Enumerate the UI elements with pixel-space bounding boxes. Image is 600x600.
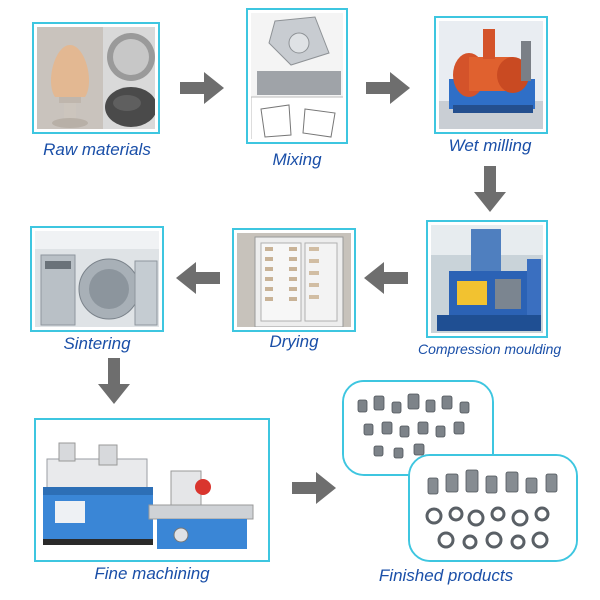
- arrow-down-icon: [474, 166, 506, 212]
- drying-label: Drying: [269, 332, 319, 351]
- arrow-right-icon: [180, 72, 224, 104]
- finished-products-label: Finished products: [378, 566, 514, 585]
- drying-image: [232, 228, 356, 332]
- mixing-label: Mixing: [272, 150, 322, 169]
- finished-products-image-bottom: [408, 454, 578, 562]
- mixing-image: [246, 8, 348, 144]
- arrow-right-icon: [366, 72, 410, 104]
- raw-materials-label: Raw materials: [43, 140, 151, 159]
- compression-moulding-label: Compression moulding: [418, 341, 562, 357]
- sintering-label: Sintering: [63, 334, 131, 353]
- raw-materials-image: [32, 22, 160, 134]
- fine-machining-label: Fine machining: [94, 564, 210, 583]
- arrow-down-icon: [98, 358, 130, 404]
- arrow-left-icon: [364, 262, 408, 294]
- arrow-left-icon: [176, 262, 220, 294]
- fine-machining-image: [34, 418, 270, 562]
- compression-moulding-image: [426, 220, 548, 338]
- wet-milling-label: Wet milling: [448, 136, 532, 155]
- arrow-right-icon: [292, 472, 336, 504]
- sintering-image: [30, 226, 164, 332]
- wet-milling-image: [434, 16, 548, 134]
